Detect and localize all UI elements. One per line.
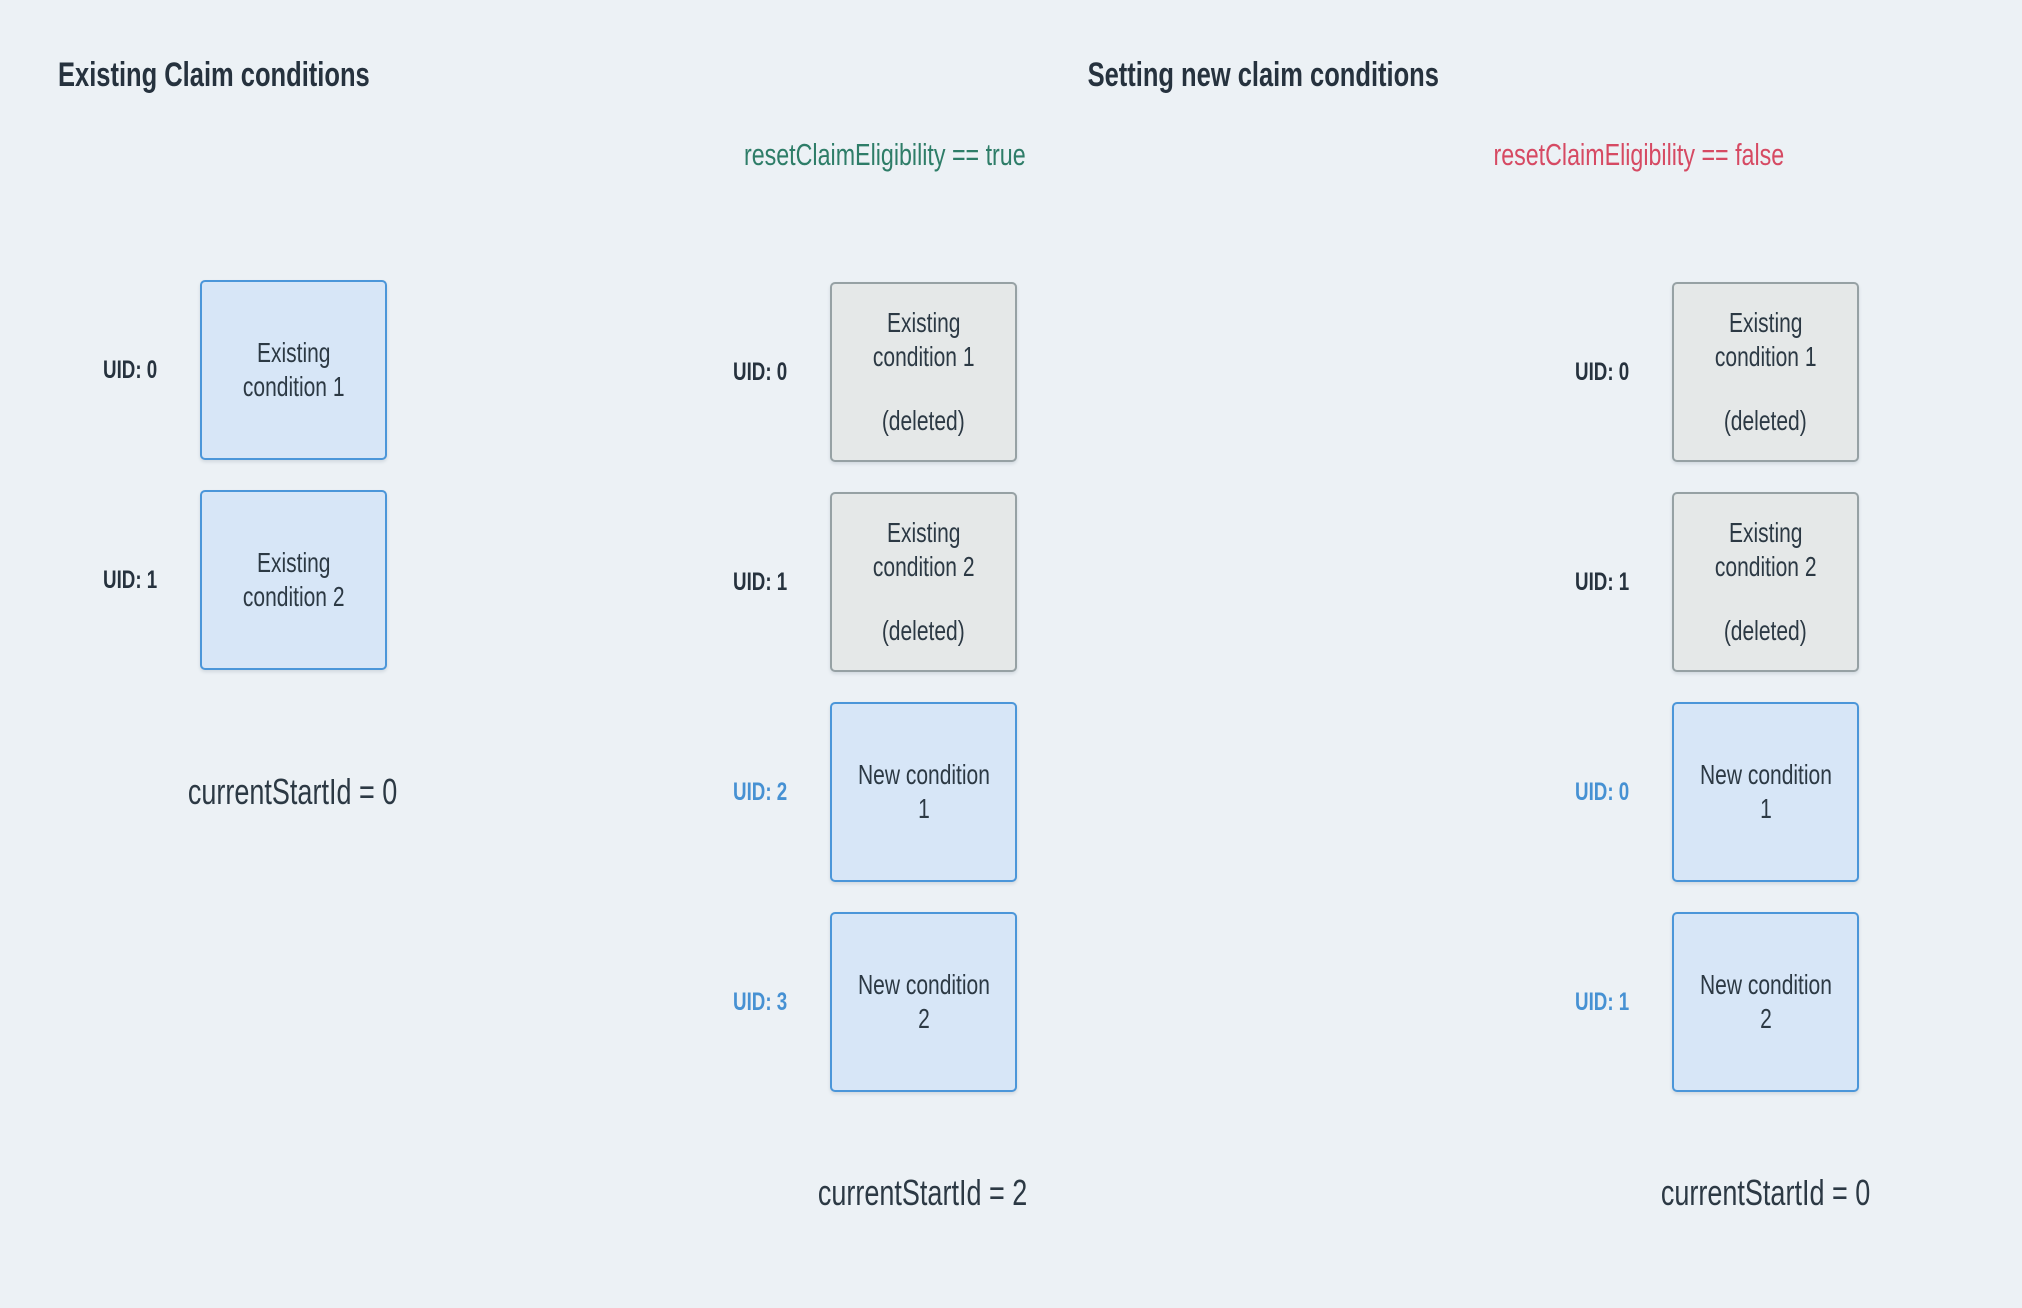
condition-label-line: New condition <box>857 969 990 1000</box>
condition-label-line: New condition <box>1699 969 1832 1000</box>
deleted-note: (deleted) <box>882 615 965 646</box>
uid-label: UID: 0 <box>690 357 830 386</box>
condition-label-line: 2 <box>1759 1003 1772 1034</box>
current-start-id-right-text: currentStartId = 0 <box>1661 1172 1871 1213</box>
uid-label: UID: 0 <box>60 355 200 384</box>
condition-label-line: New condition <box>857 759 990 790</box>
uid-label: UID: 0 <box>1532 357 1672 386</box>
condition-label-line: Existing <box>1728 517 1803 548</box>
condition-label-line: condition 1 <box>1714 341 1817 372</box>
condition-label-line: 2 <box>917 1003 930 1034</box>
condition-label-line: Existing <box>256 547 331 578</box>
existing-claim-conditions-title-text: Existing Claim conditions <box>58 55 370 94</box>
condition-label-line: New condition <box>1699 759 1832 790</box>
uid-label: UID: 1 <box>60 565 200 594</box>
condition-label-line: condition 2 <box>872 551 975 582</box>
setting-new-claim-conditions-title-text: Setting new claim conditions <box>1087 55 1439 94</box>
reset-claim-eligibility-false-text: resetClaimEligibility == false <box>1493 137 1785 172</box>
uid-label-text: UID: 0 <box>1574 777 1630 806</box>
uid-label-text: UID: 1 <box>1574 567 1630 596</box>
uid-label: UID: 1 <box>1532 987 1672 1016</box>
uid-label: UID: 1 <box>690 567 830 596</box>
deleted-note: (deleted) <box>882 405 965 436</box>
condition-label-line: Existing <box>256 337 331 368</box>
current-start-id-middle-text: currentStartId = 2 <box>818 1172 1028 1213</box>
deleted-note: (deleted) <box>1724 615 1807 646</box>
uid-label-text: UID: 0 <box>1574 357 1630 386</box>
uid-label-text: UID: 1 <box>1574 987 1630 1016</box>
condition-label-line: 1 <box>917 793 930 824</box>
condition-label-line: Existing <box>886 307 961 338</box>
uid-label-text: UID: 1 <box>102 565 158 594</box>
condition-label-line: condition 2 <box>242 581 345 612</box>
condition-label-line: condition 1 <box>872 341 975 372</box>
current-start-id-left-text: currentStartId = 0 <box>188 771 398 812</box>
deleted-note: (deleted) <box>1724 405 1807 436</box>
uid-label: UID: 3 <box>690 987 830 1016</box>
reset-claim-eligibility-true-text: resetClaimEligibility == true <box>744 137 1026 172</box>
uid-label-text: UID: 3 <box>732 987 788 1016</box>
uid-label: UID: 2 <box>690 777 830 806</box>
condition-label-line: condition 2 <box>1714 551 1817 582</box>
uid-label-text: UID: 0 <box>732 357 788 386</box>
uid-label: UID: 0 <box>1532 777 1672 806</box>
uid-label-text: UID: 1 <box>732 567 788 596</box>
uid-label-text: UID: 2 <box>732 777 788 806</box>
condition-label-line: Existing <box>886 517 961 548</box>
condition-label-line: Existing <box>1728 307 1803 338</box>
condition-label-line: condition 1 <box>242 371 345 402</box>
condition-label-line: 1 <box>1759 793 1772 824</box>
uid-label: UID: 1 <box>1532 567 1672 596</box>
uid-label-text: UID: 0 <box>102 355 158 384</box>
